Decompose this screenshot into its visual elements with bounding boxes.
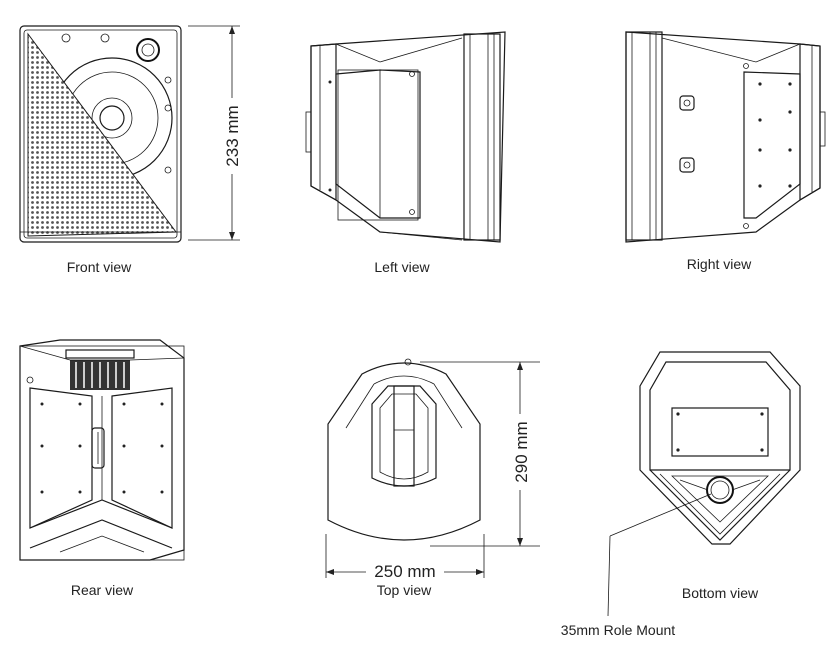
- depth-dimension: 290 mm: [420, 361, 540, 547]
- depth-dimension-label: 290 mm: [512, 421, 531, 482]
- bottom-view-drawing: [639, 351, 801, 545]
- rear-view-drawing: [19, 339, 185, 561]
- bottom-view-label: Bottom view: [682, 585, 759, 601]
- height-dimension: 233 mm: [188, 25, 242, 241]
- left-view-label: Left view: [374, 259, 430, 275]
- rear-view-label: Rear view: [71, 582, 134, 598]
- height-dimension-label: 233 mm: [223, 105, 242, 166]
- right-view-label: Right view: [687, 256, 752, 272]
- pole-mount-callout: [607, 493, 712, 617]
- front-view-drawing: [19, 25, 182, 243]
- width-dimension: 250 mm: [325, 534, 485, 582]
- front-view-label: Front view: [67, 259, 132, 275]
- top-view-drawing: [327, 358, 481, 541]
- right-view-drawing: [625, 31, 826, 243]
- width-dimension-label: 250 mm: [374, 562, 435, 581]
- top-view-label: Top view: [377, 582, 432, 598]
- left-view-drawing: [305, 31, 506, 243]
- pole-mount-label: 35mm Role Mount: [561, 622, 675, 638]
